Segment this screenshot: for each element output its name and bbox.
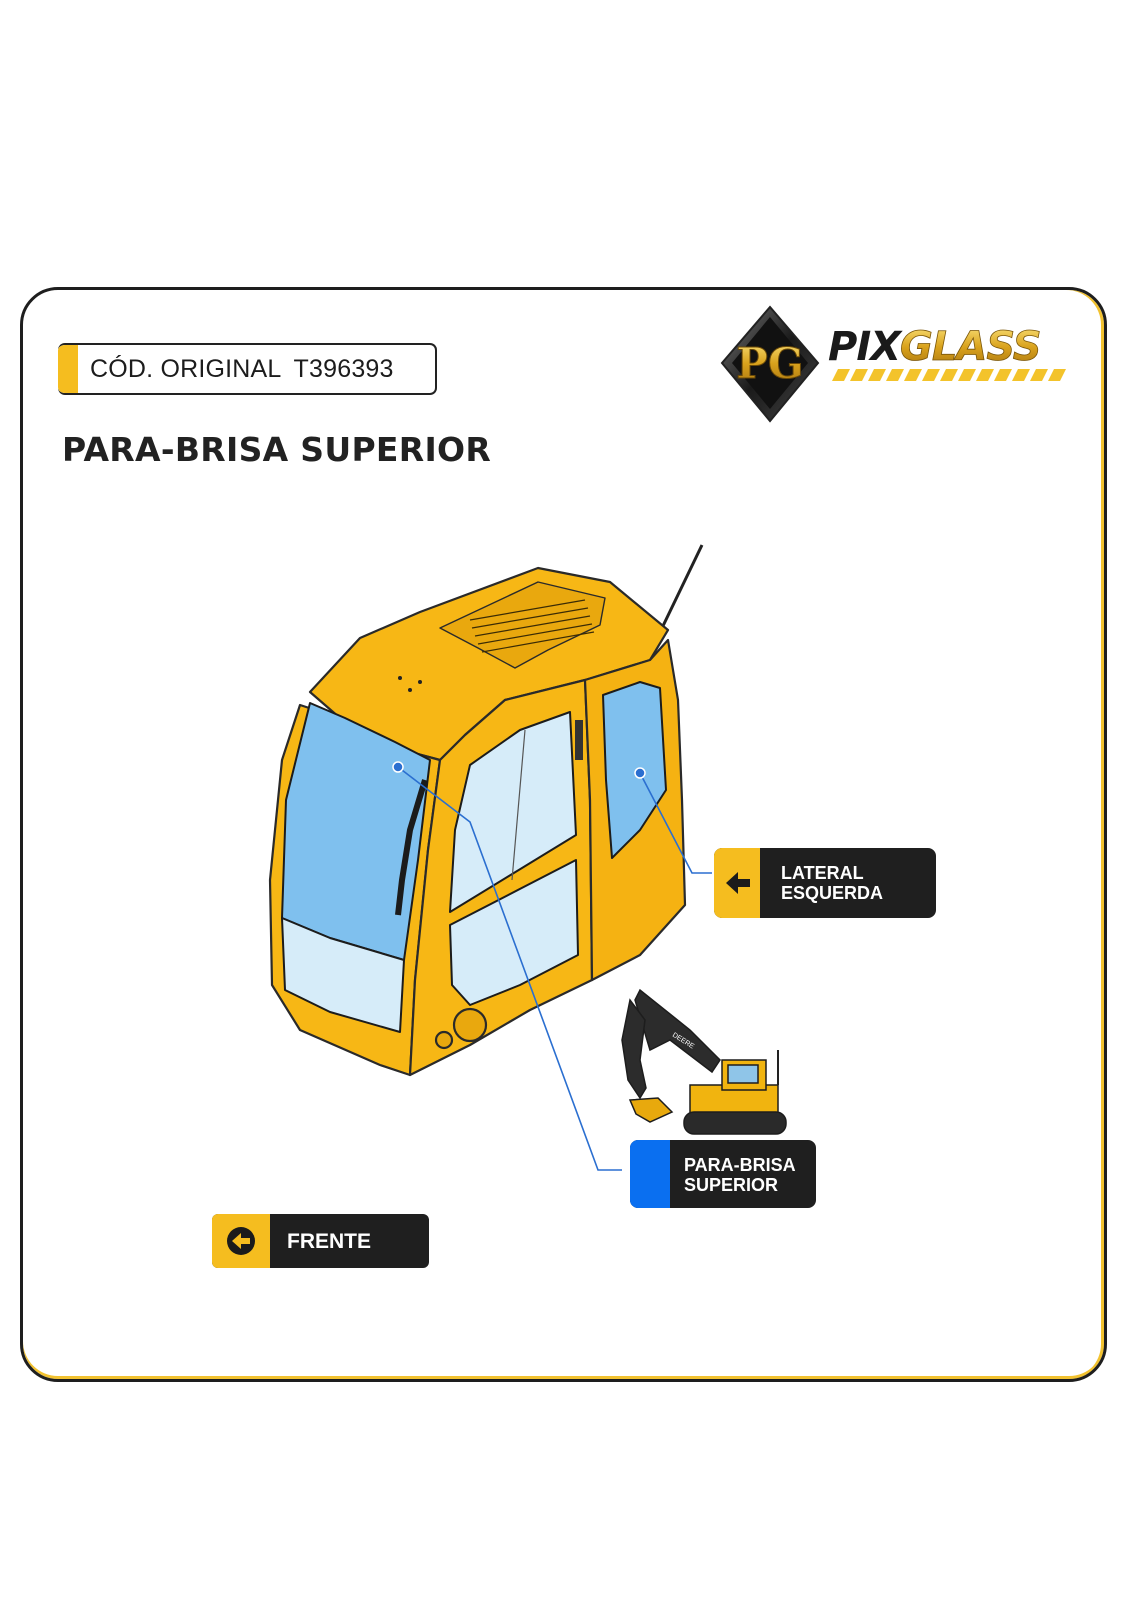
leader-line-parabrisa — [397, 766, 622, 1171]
left-arrow-circle-icon — [227, 1227, 255, 1255]
pg-logo-icon: PG — [720, 305, 820, 423]
door-glass-upper — [449, 711, 577, 913]
original-code-text: CÓD. ORIGINAL T396393 — [90, 355, 394, 384]
label-lateral-esquerda: LATERAL ESQUERDA — [714, 848, 936, 918]
label-frente-text: FRENTE — [287, 1230, 371, 1253]
door-glass-lower — [449, 859, 579, 1006]
pointer-dot-parabrisa — [392, 761, 404, 773]
original-code-label: CÓD. ORIGINAL — [90, 355, 282, 383]
cab-illustration — [268, 544, 704, 1077]
brand-initials: PG — [736, 339, 803, 388]
brand-name: PIXGLASS — [828, 324, 1041, 370]
brand-name-part2: GLASS — [900, 324, 1040, 370]
leader-line-lateral — [639, 772, 712, 874]
code-accent-bar — [58, 345, 78, 393]
pointer-dot-lateral — [634, 767, 646, 779]
excavator-thumbnail: DEERE — [621, 988, 787, 1135]
label-parabrisa-text: PARA-BRISA SUPERIOR — [684, 1155, 796, 1195]
lower-windshield-glass — [281, 917, 405, 1033]
page-title: PARA-BRISA SUPERIOR — [62, 430, 492, 469]
label-frente: FRENTE — [212, 1214, 429, 1268]
left-side-glass — [602, 681, 667, 859]
leader-lines — [397, 766, 712, 1171]
original-code-box: CÓD. ORIGINAL T396393 — [58, 343, 437, 395]
label-parabrisa-tab — [630, 1140, 670, 1208]
brand-name-part1: PIX — [828, 324, 903, 370]
label-para-brisa-superior: PARA-BRISA SUPERIOR — [630, 1140, 816, 1208]
label-parabrisa-line1: PARA-BRISA — [684, 1155, 796, 1175]
brand-stripes — [832, 369, 1066, 381]
label-lateral-line1: LATERAL — [781, 863, 864, 883]
label-parabrisa-line2: SUPERIOR — [684, 1175, 779, 1195]
label-lateral-text: LATERAL ESQUERDA — [781, 863, 883, 903]
label-lateral-line2: ESQUERDA — [781, 883, 884, 903]
pixglass-logo: PG PIXGLASS — [720, 305, 1066, 423]
original-code-value: T396393 — [293, 355, 394, 383]
left-arrow-icon — [726, 872, 750, 894]
